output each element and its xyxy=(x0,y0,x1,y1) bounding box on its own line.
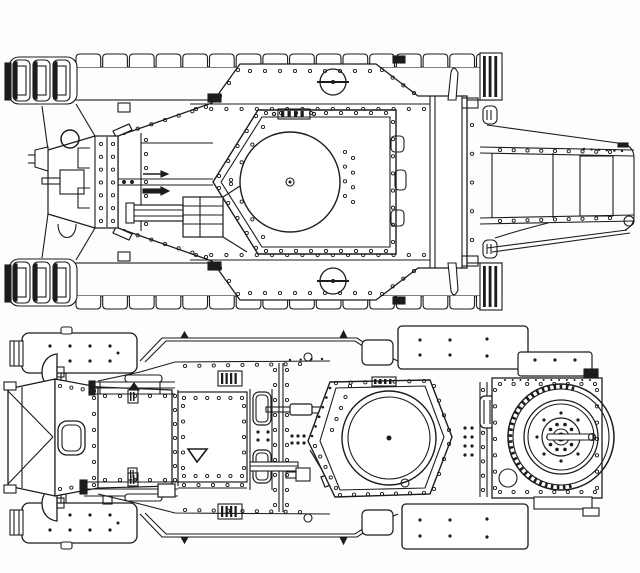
armored-car-top-view-rear-seam xyxy=(463,382,496,497)
armored-car-top-view-turret xyxy=(307,376,453,498)
armored-car-top-view-cab-roof xyxy=(177,370,248,520)
tank-top-view-front-track-links-bottom xyxy=(4,258,78,307)
armored-car-top-view-tool-bar xyxy=(249,461,311,482)
armored-car-top-view-rear-step xyxy=(533,496,600,517)
tank-top-view-main-gun xyxy=(125,185,248,253)
tank-top-view-tail-skid xyxy=(479,124,635,253)
tank-top-view-turret xyxy=(212,108,407,255)
armored-car-top-view-rear-bottom-box xyxy=(401,503,529,550)
armored-car-top-view-side-bars-bottom xyxy=(79,467,178,505)
armored-car-top-view-driver-plate xyxy=(97,386,173,489)
tank-top-view-top-track xyxy=(74,52,503,101)
armored-car-top-view-nose xyxy=(3,378,56,497)
armored-car-top-view-hatch-strip xyxy=(249,389,273,490)
armored-car-top-view-front-fender-bottom xyxy=(9,502,138,550)
armored-car-top-view-front-fender-top xyxy=(9,326,138,374)
armored-car-top-view-windshield-seam xyxy=(171,390,179,486)
armored-car-top-view-rear-top-box xyxy=(397,325,529,370)
armored-car-top-view-roof-edges xyxy=(97,352,331,523)
armored-car-top-view-spare-wheel xyxy=(498,383,615,491)
tank-top-view-nose-detail xyxy=(28,129,119,239)
armored-car-top-view-side-bars-top xyxy=(88,374,175,396)
armored-car-top-view-side-skirt-top xyxy=(139,329,399,366)
tank-top-view-bottom-track xyxy=(74,262,503,311)
tank-top-view-front-track-links-top xyxy=(4,56,78,105)
armored-car-top-view-rear-top-box-small xyxy=(517,351,599,378)
tank-top-view-rear-bulkhead xyxy=(429,96,498,268)
armored-car-top-view xyxy=(3,325,615,550)
armored-car-top-view-hood xyxy=(54,373,99,503)
armored-car-top-view-side-skirt-bottom xyxy=(139,509,399,546)
armored-car-top-view-mid-seam xyxy=(272,363,306,512)
tank-top-view xyxy=(4,52,635,311)
